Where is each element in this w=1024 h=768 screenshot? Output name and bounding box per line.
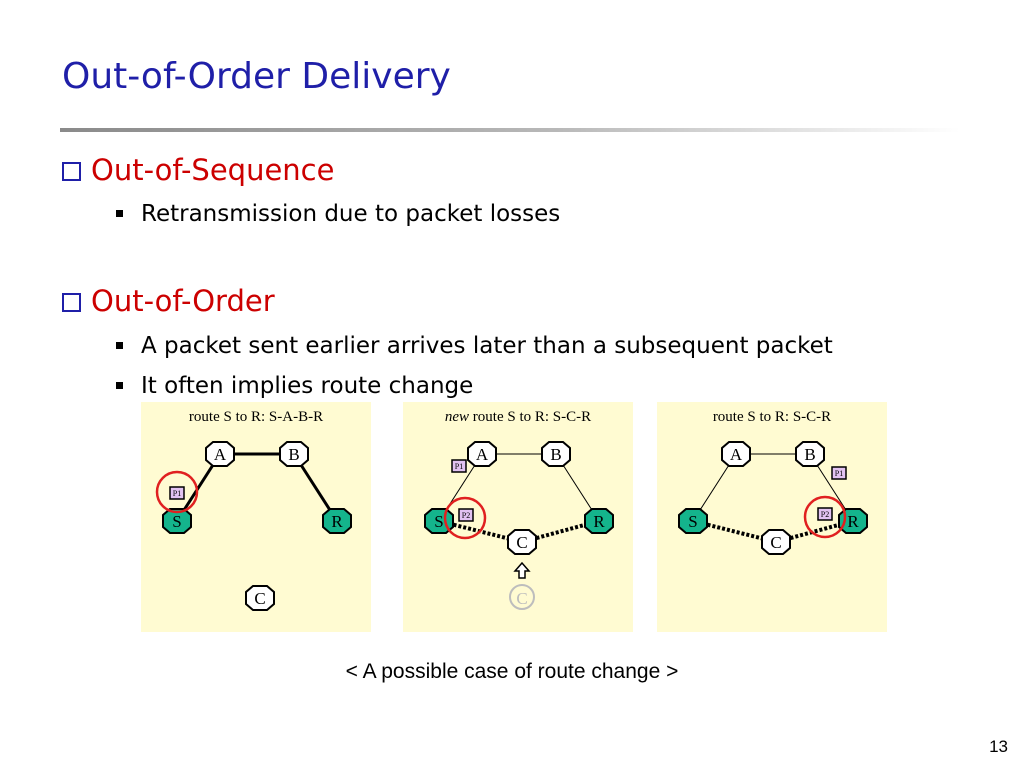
- ghost-node-label: C: [516, 589, 527, 608]
- ghost-node-shape: [509, 584, 535, 610]
- figure-caption: < A possible case of route change >: [345, 660, 679, 683]
- node-a: A: [721, 441, 751, 467]
- panel-title: route S to R: S-A-B-R: [189, 409, 323, 425]
- panel-title: route S to R: S-C-R: [713, 409, 831, 425]
- packet-p2: P2: [817, 507, 833, 521]
- packet-label: P1: [455, 462, 463, 471]
- node-label: B: [550, 445, 561, 464]
- node-label: A: [214, 445, 227, 464]
- node-shape: [761, 529, 791, 555]
- packet-box: [169, 486, 185, 500]
- node-shape: [507, 529, 537, 555]
- node-a: A: [467, 441, 497, 467]
- sub-bullet-text: Retransmission due to packet losses: [141, 201, 561, 227]
- sub-bullet: It often implies route change: [116, 373, 473, 399]
- packet-box: [458, 508, 474, 522]
- node-label: B: [804, 445, 815, 464]
- node-shape: [279, 441, 309, 467]
- bullet-heading: Out-of-Order: [91, 284, 275, 318]
- node-r: R: [584, 508, 614, 534]
- panel-title: new route S to R: S-C-R: [445, 409, 591, 425]
- sub-bullet-text: It often implies route change: [141, 373, 474, 399]
- bullet-out-of-sequence: Out-of-Sequence: [62, 153, 334, 187]
- packet-p1: P1: [169, 486, 185, 500]
- bullet-heading: Out-of-Sequence: [91, 153, 335, 187]
- node-shape: [678, 508, 708, 534]
- node-shape: [467, 441, 497, 467]
- node-c: C: [245, 585, 275, 611]
- diagram-panel-1: route S to R: S-A-B-R A B S R C P1: [141, 402, 371, 632]
- node-label: R: [847, 512, 859, 531]
- highlight-circle: [155, 470, 199, 514]
- node-label: R: [593, 512, 605, 531]
- packet-box: [831, 466, 847, 480]
- node-label: R: [331, 512, 343, 531]
- bullet-out-of-order: Out-of-Order: [62, 284, 275, 318]
- node-shape: [541, 441, 571, 467]
- node-label: B: [288, 445, 299, 464]
- packet-label: P1: [173, 489, 181, 498]
- panel-title-new: new: [445, 409, 469, 425]
- slide-title: Out-of-Order Delivery: [62, 56, 451, 97]
- node-shape: [584, 508, 614, 534]
- node-label: C: [516, 533, 527, 552]
- sub-bullet: Retransmission due to packet losses: [116, 201, 560, 227]
- node-shape: [795, 441, 825, 467]
- node-label: C: [770, 533, 781, 552]
- node-r: R: [322, 508, 352, 534]
- node-b: B: [795, 441, 825, 467]
- node-label: C: [254, 589, 265, 608]
- node-r: R: [838, 508, 868, 534]
- highlight-circle: [803, 495, 847, 539]
- square-bullet-icon: [116, 210, 123, 217]
- node-shape: [322, 508, 352, 534]
- node-shape: [205, 441, 235, 467]
- node-b: B: [541, 441, 571, 467]
- node-label: A: [730, 445, 743, 464]
- node-c: C: [507, 529, 537, 555]
- page-number: 13: [989, 737, 1008, 756]
- packet-p2: P2: [458, 508, 474, 522]
- packet-label: P1: [835, 469, 843, 478]
- node-shape: [245, 585, 275, 611]
- packet-box: [451, 459, 467, 473]
- node-c: C: [761, 529, 791, 555]
- node-b: B: [279, 441, 309, 467]
- node-label: S: [434, 512, 443, 531]
- node-label: S: [688, 512, 697, 531]
- panel-title-rest: route S to R: S-C-R: [469, 409, 591, 425]
- node-shape: [721, 441, 751, 467]
- checkbox-bullet-icon: [62, 293, 81, 312]
- diagram-panel-3: route S to R: S-C-R A B S R C P1 P2: [657, 402, 887, 632]
- square-bullet-icon: [116, 342, 123, 349]
- checkbox-bullet-icon: [62, 162, 81, 181]
- sub-bullet: A packet sent earlier arrives later than…: [116, 333, 833, 359]
- diagram-panel-2: new route S to R: S-C-R A B S R C C P1 P…: [403, 402, 633, 632]
- node-a: A: [205, 441, 235, 467]
- node-label: A: [476, 445, 489, 464]
- packet-box: [817, 507, 833, 521]
- title-divider: [60, 128, 960, 132]
- highlight-circle: [443, 496, 487, 540]
- packet-label: P2: [821, 510, 829, 519]
- packet-p1: P1: [831, 466, 847, 480]
- up-arrow-shape: [513, 561, 531, 579]
- sub-bullet-text: A packet sent earlier arrives later than…: [141, 333, 833, 359]
- node-label: S: [172, 512, 181, 531]
- packet-p1: P1: [451, 459, 467, 473]
- packet-label: P2: [462, 511, 470, 520]
- square-bullet-icon: [116, 382, 123, 389]
- up-arrow-icon: [513, 561, 531, 579]
- node-c-old-position: C: [509, 584, 535, 610]
- node-s: S: [678, 508, 708, 534]
